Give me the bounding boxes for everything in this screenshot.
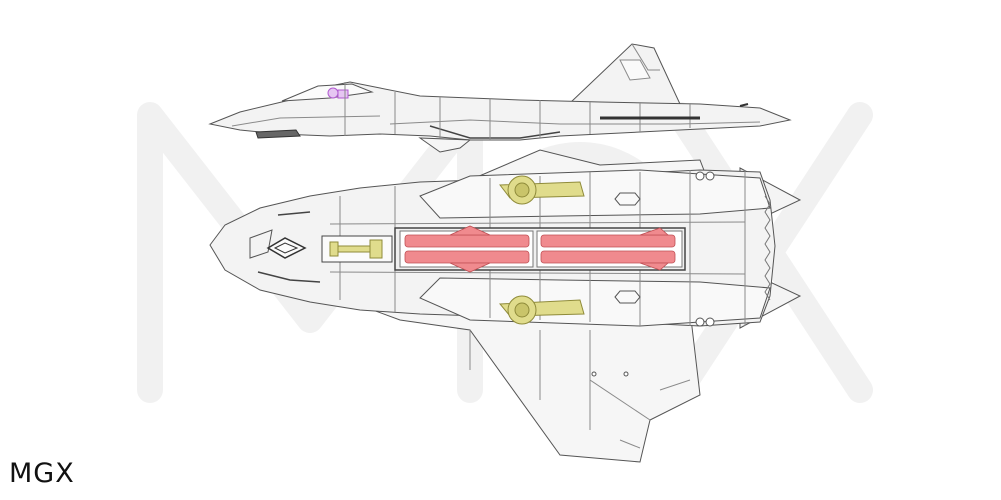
missile xyxy=(540,250,676,264)
vertical-tail xyxy=(568,43,681,105)
upper-nacelle xyxy=(419,169,771,219)
pilot-figure xyxy=(327,87,349,99)
missile xyxy=(540,234,676,248)
missile-group xyxy=(404,225,676,273)
missile xyxy=(404,234,530,248)
lower-nacelle xyxy=(419,277,771,327)
side-fuselage xyxy=(208,81,792,141)
plan-view xyxy=(209,149,802,463)
main-gear-lower xyxy=(498,295,585,325)
main-gear-upper xyxy=(499,175,585,205)
canopy xyxy=(281,83,374,102)
nose-gear xyxy=(329,239,383,259)
logo: MGX xyxy=(9,458,75,489)
missile xyxy=(404,250,530,264)
nose-diamond xyxy=(266,237,307,259)
side-profile-view xyxy=(208,43,792,153)
